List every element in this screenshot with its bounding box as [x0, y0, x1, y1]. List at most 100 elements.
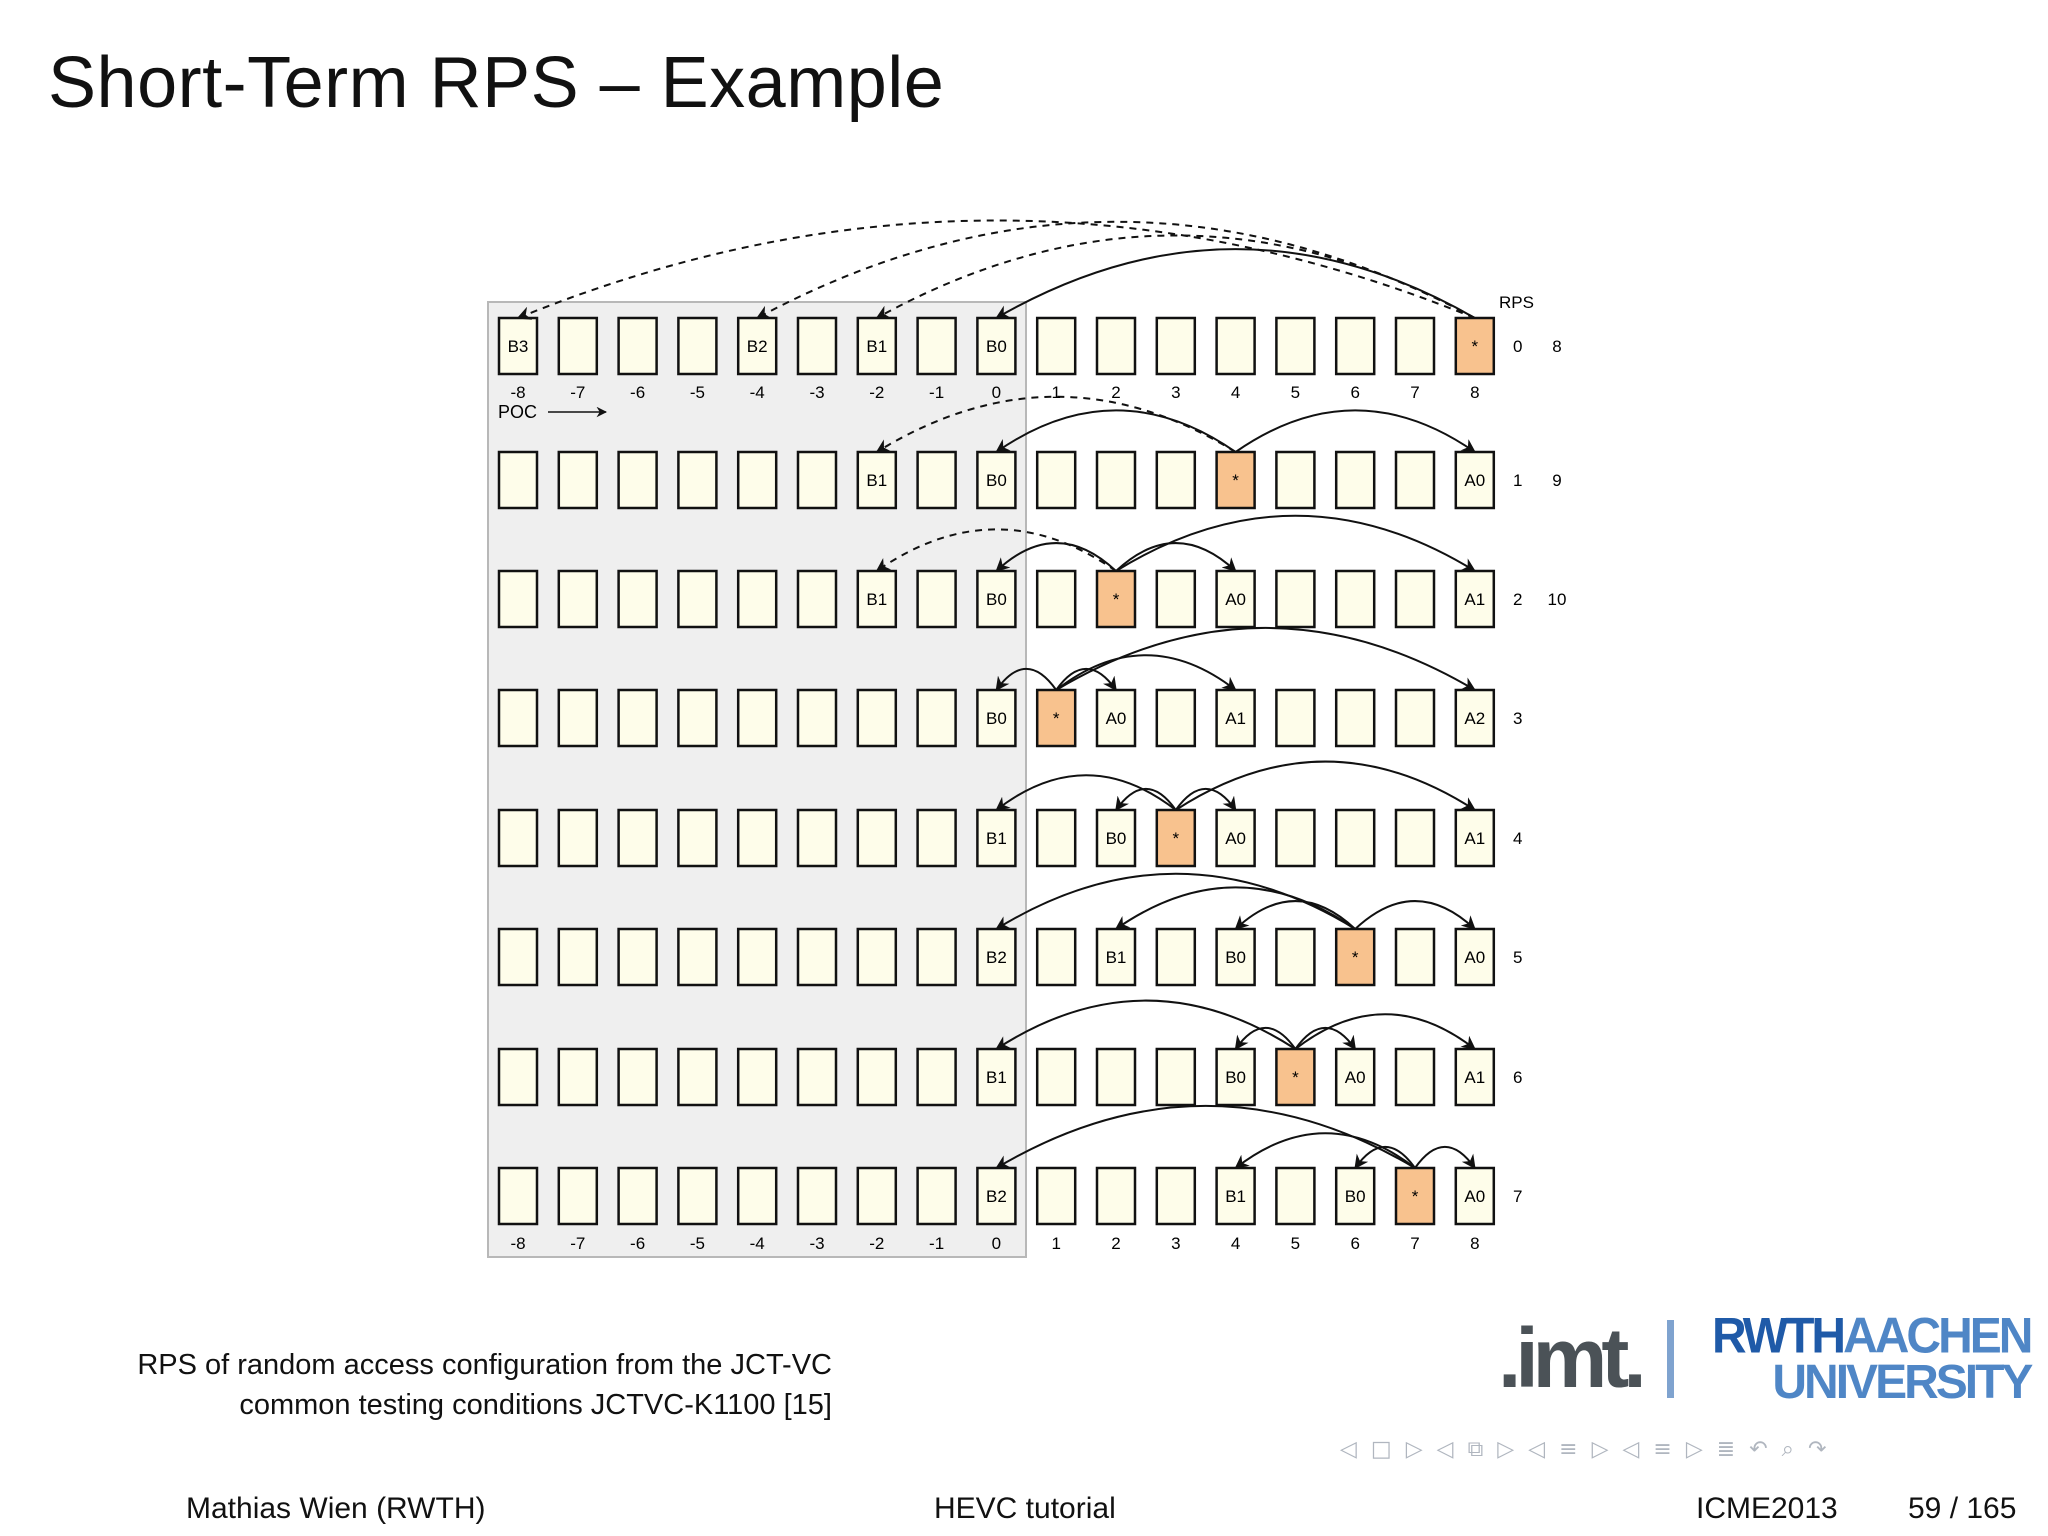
picture-frame	[856, 808, 898, 868]
picture-frame	[916, 927, 957, 987]
picture-frame	[1394, 688, 1436, 748]
poc-tick-label: 3	[1171, 1234, 1180, 1253]
picture-label: A0	[1225, 590, 1246, 609]
picture-frame	[677, 927, 718, 987]
picture-label: B0	[1225, 1068, 1246, 1087]
footer-event: ICME2013	[1696, 1492, 1838, 1525]
picture-label: A1	[1225, 709, 1246, 728]
rps-index: 7	[1513, 1187, 1522, 1206]
picture-label: B2	[747, 337, 768, 356]
picture-frame	[1334, 316, 1376, 376]
nav-next-subsection-icon[interactable]: ▷	[1497, 1437, 1515, 1462]
poc-tick-label: -7	[570, 383, 585, 402]
nav-redo-icon[interactable]: ↷	[1807, 1437, 1827, 1462]
picture-frame	[497, 1166, 539, 1226]
poc-tick-label: 8	[1470, 1234, 1479, 1253]
poc-tick-label: -8	[510, 1234, 525, 1253]
nav-next-section-icon[interactable]: ▷	[1591, 1437, 1609, 1462]
poc-tick-label: 0	[992, 1234, 1001, 1253]
picture-frame	[1035, 569, 1077, 629]
picture-label: A1	[1464, 590, 1485, 609]
nav-appendix-icon[interactable]: ≣	[1716, 1437, 1736, 1462]
rps-index: 6	[1513, 1068, 1522, 1087]
picture-frame	[856, 569, 898, 629]
picture-frame	[1095, 808, 1137, 868]
picture-label: *	[1292, 1068, 1299, 1087]
picture-frame	[976, 316, 1017, 376]
reference-arrow	[995, 999, 1296, 1050]
picture-frame	[796, 808, 838, 868]
picture-frame	[796, 1047, 838, 1107]
dashed-reference-arrow	[516, 219, 1476, 320]
poc-tick-label: 6	[1350, 383, 1359, 402]
rps-index: 5	[1513, 948, 1522, 967]
footer-author: Mathias Wien (RWTH)	[186, 1492, 486, 1525]
dashed-reference-arrow	[755, 220, 1476, 319]
nav-search-icon[interactable]: ⌕	[1781, 1437, 1794, 1462]
rps-index: 1	[1513, 471, 1522, 490]
picture-frame	[617, 1047, 658, 1107]
picture-frame	[796, 927, 838, 987]
reference-arrow	[1235, 409, 1476, 453]
rps-index: 2	[1513, 590, 1522, 609]
reference-arrow	[995, 667, 1058, 692]
past-pictures-region	[487, 301, 1027, 1258]
picture-frame	[736, 808, 778, 868]
reference-arrow	[1234, 1132, 1416, 1169]
nav-undo-icon[interactable]: ↶	[1749, 1437, 1768, 1462]
poc-tick-label: -8	[510, 383, 525, 402]
picture-frame	[1394, 316, 1436, 376]
picture-label: B1	[1106, 948, 1127, 967]
picture-frame	[1215, 808, 1256, 868]
picture-frame	[1275, 316, 1316, 376]
picture-frame	[1155, 688, 1197, 748]
picture-frame	[617, 569, 658, 629]
picture-frame	[1454, 569, 1496, 629]
nav-frame-icon[interactable]: □	[1370, 1437, 1392, 1462]
picture-frame	[497, 927, 539, 987]
picture-label: *	[1053, 709, 1060, 728]
poc-tick-label: 6	[1350, 1234, 1359, 1253]
nav-prev-icon[interactable]: ◁	[1622, 1437, 1640, 1462]
picture-frame	[1215, 927, 1256, 987]
nav-subsection-icon[interactable]: ⧉	[1467, 1437, 1484, 1462]
current-picture	[1394, 1166, 1436, 1226]
reference-arrow	[1055, 626, 1477, 691]
picture-label: B0	[986, 337, 1007, 356]
nav-section-icon[interactable]: ≡	[1559, 1437, 1578, 1462]
picture-frame	[497, 316, 539, 376]
nav-toc-icon[interactable]: ≡	[1653, 1437, 1672, 1462]
nav-prev-section-icon[interactable]: ◁	[1528, 1437, 1546, 1462]
nav-prev-subsection-icon[interactable]: ◁	[1436, 1437, 1454, 1462]
logo-divider	[1667, 1320, 1674, 1398]
picture-frame	[617, 316, 658, 376]
nav-next-slide-icon[interactable]: ▷	[1405, 1437, 1423, 1462]
picture-frame	[557, 1166, 599, 1226]
rps-index: 4	[1513, 829, 1522, 848]
picture-label: B0	[986, 471, 1007, 490]
picture-frame	[736, 450, 778, 510]
picture-label: A0	[1464, 1187, 1485, 1206]
picture-frame	[677, 1047, 718, 1107]
picture-label: A0	[1345, 1068, 1366, 1087]
poc-tick-label: 7	[1410, 383, 1419, 402]
poc-tick-label: -4	[750, 1234, 765, 1253]
nav-prev-slide-icon[interactable]: ◁	[1340, 1437, 1357, 1462]
picture-frame	[916, 688, 957, 748]
nav-next-icon[interactable]: ▷	[1685, 1437, 1703, 1462]
poc-tick-label: -4	[750, 383, 765, 402]
picture-frame	[796, 569, 838, 629]
picture-frame	[1275, 808, 1316, 868]
poc-tick-label: 4	[1231, 383, 1240, 402]
slide-title: Short-Term RPS – Example	[48, 43, 945, 123]
poc-tick-label: 1	[1051, 1234, 1060, 1253]
picture-frame	[1095, 316, 1137, 376]
picture-frame	[497, 1047, 539, 1107]
picture-frame	[1275, 450, 1316, 510]
